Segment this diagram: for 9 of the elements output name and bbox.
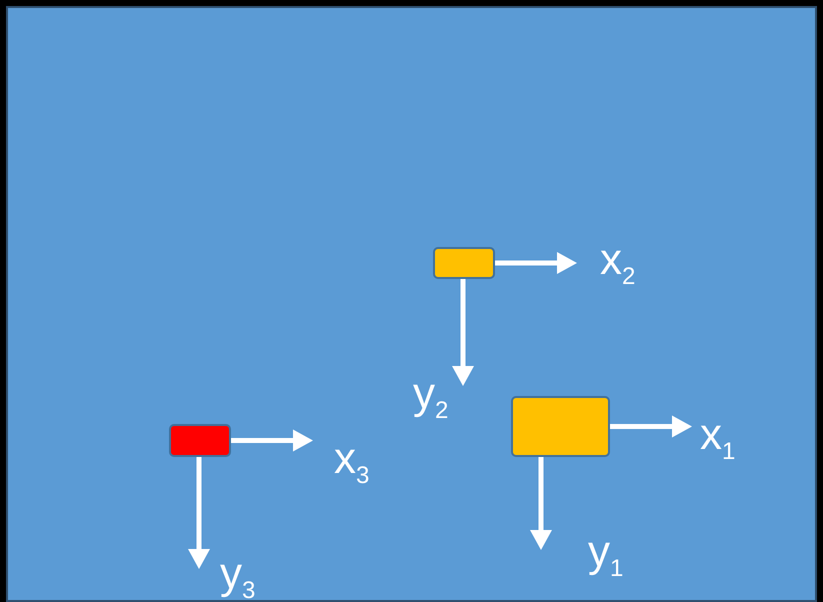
- axis-label: x$_{2}$: [600, 238, 636, 289]
- frame-block: [511, 396, 610, 457]
- axis-label: x$_{1}$: [700, 413, 736, 464]
- frame-block: [433, 247, 495, 279]
- axis-label: x$_{3}$: [334, 437, 370, 488]
- frame-block: [169, 424, 231, 457]
- axis-label: y$_{3}$: [220, 552, 256, 602]
- axis-label: y$_{2}$: [413, 372, 448, 423]
- axis-label: y$_{1}$: [588, 530, 624, 581]
